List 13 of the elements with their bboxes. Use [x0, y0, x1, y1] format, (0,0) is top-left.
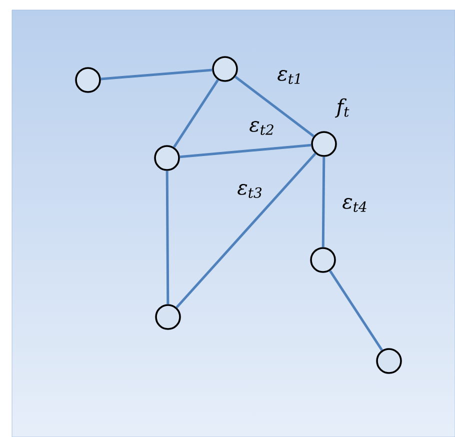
graph-edge: [322, 156, 326, 248]
edge-label: ε$_{t1}$: [278, 70, 300, 84]
graph-edge: [234, 76, 314, 138]
node-label: f$_{t}$: [335, 98, 350, 118]
graph-edge: [100, 68, 212, 80]
graph-edge: [176, 152, 316, 308]
graph-edge: [329, 270, 383, 351]
edge-label: ε$_{t2}$: [250, 121, 274, 135]
graph-edge: [173, 79, 219, 148]
graph-edge: [180, 144, 312, 158]
edge-label: ε$_{t3}$: [238, 184, 262, 198]
edge-label: ε$_{t4}$: [342, 198, 366, 212]
graph-edge: [166, 170, 170, 304]
